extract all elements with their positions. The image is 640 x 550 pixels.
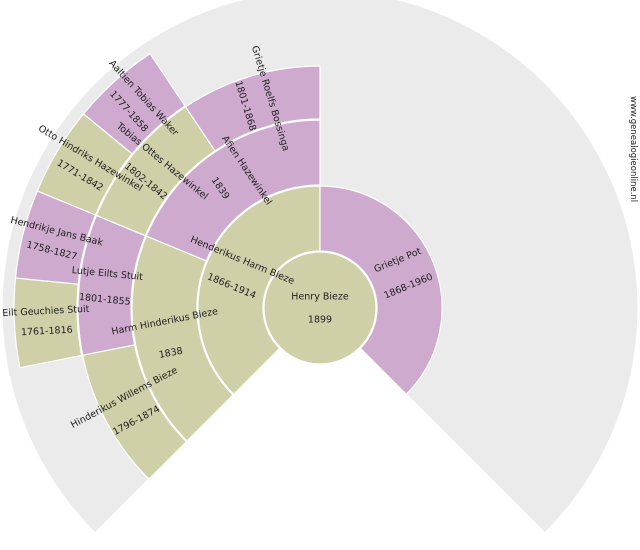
- person-eilt-geuchies-stuit[interactable]: [13, 277, 83, 369]
- gen2-0-dates: 1838: [158, 346, 184, 361]
- root-name: Henry Bieze: [291, 292, 349, 303]
- root-dates: 1899: [308, 315, 332, 326]
- person-henderikus-harm-bieze[interactable]: [197, 185, 321, 396]
- person-aaltien-tobias-waker[interactable]: [82, 52, 186, 155]
- watermark-text: www.genealogieonline.nl: [628, 96, 638, 203]
- person-grietje-pot[interactable]: [319, 185, 443, 396]
- gen3-1-dates: 1801-1855: [78, 292, 131, 308]
- person-afien-hazewinkel[interactable]: [145, 119, 321, 262]
- gen4-0-name: Eilt Geuchies Stuit: [2, 304, 90, 319]
- gen4-0-dates: 1761-1816: [21, 325, 73, 339]
- person-henry-bieze[interactable]: [263, 251, 377, 365]
- person-grietje-roelfs-bossinga[interactable]: [184, 65, 321, 152]
